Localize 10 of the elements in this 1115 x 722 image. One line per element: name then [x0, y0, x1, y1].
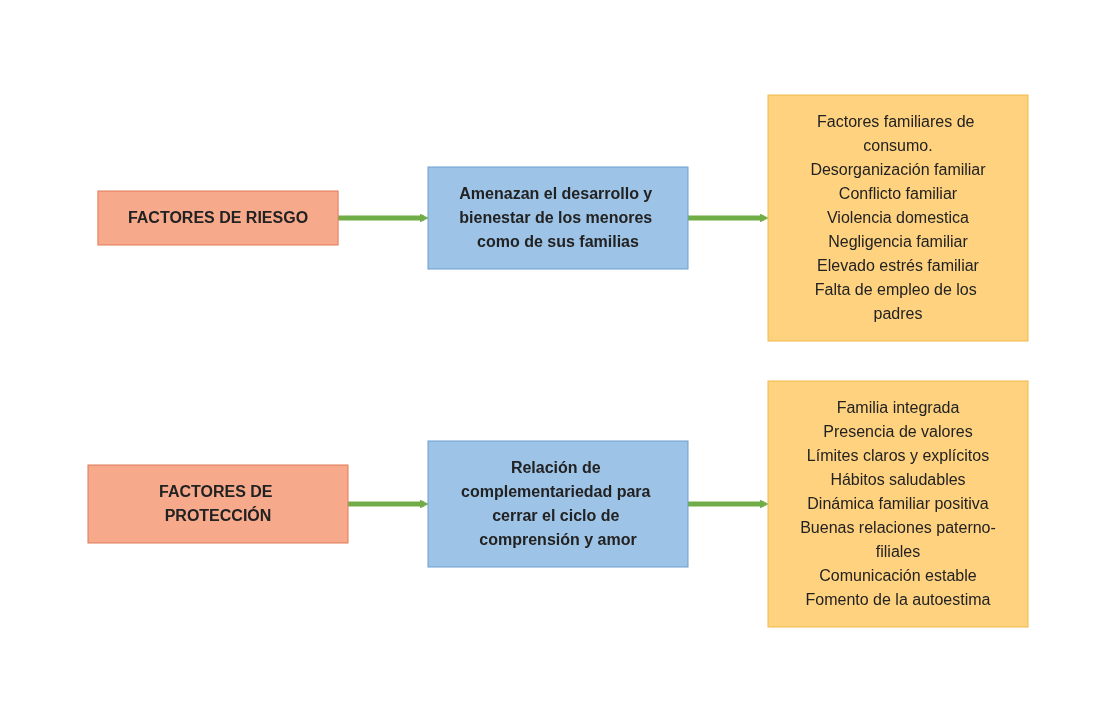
node-box: Relación de complementariedad para cerrar el ciclo de comprensión y amor: [427, 440, 688, 568]
arrow: [337, 213, 428, 223]
node-box: Familia integrada Presencia de valores Límites claros y explícitos Hábitos saludables Dinámica familiar positiva Buenas relaciones paterno-filiales Comunicación estable Fomento de la autoestima: [767, 380, 1028, 628]
node-box: FACTORES DE RIESGO: [96, 190, 339, 246]
arrow: [687, 499, 768, 509]
node-box: Factores familiares de consumo. Desorganización familiar Conflicto familiar Violencia domestica Negligencia familiar Elevado estrés familiar Falta de empleo de los padres: [767, 94, 1028, 342]
arrow: [347, 499, 428, 509]
node-box: Amenazan el desarrollo y bienestar de los menores como de sus familias: [427, 166, 688, 270]
node-box: FACTORES DE PROTECCIÓN: [87, 464, 348, 544]
arrow: [687, 213, 768, 223]
